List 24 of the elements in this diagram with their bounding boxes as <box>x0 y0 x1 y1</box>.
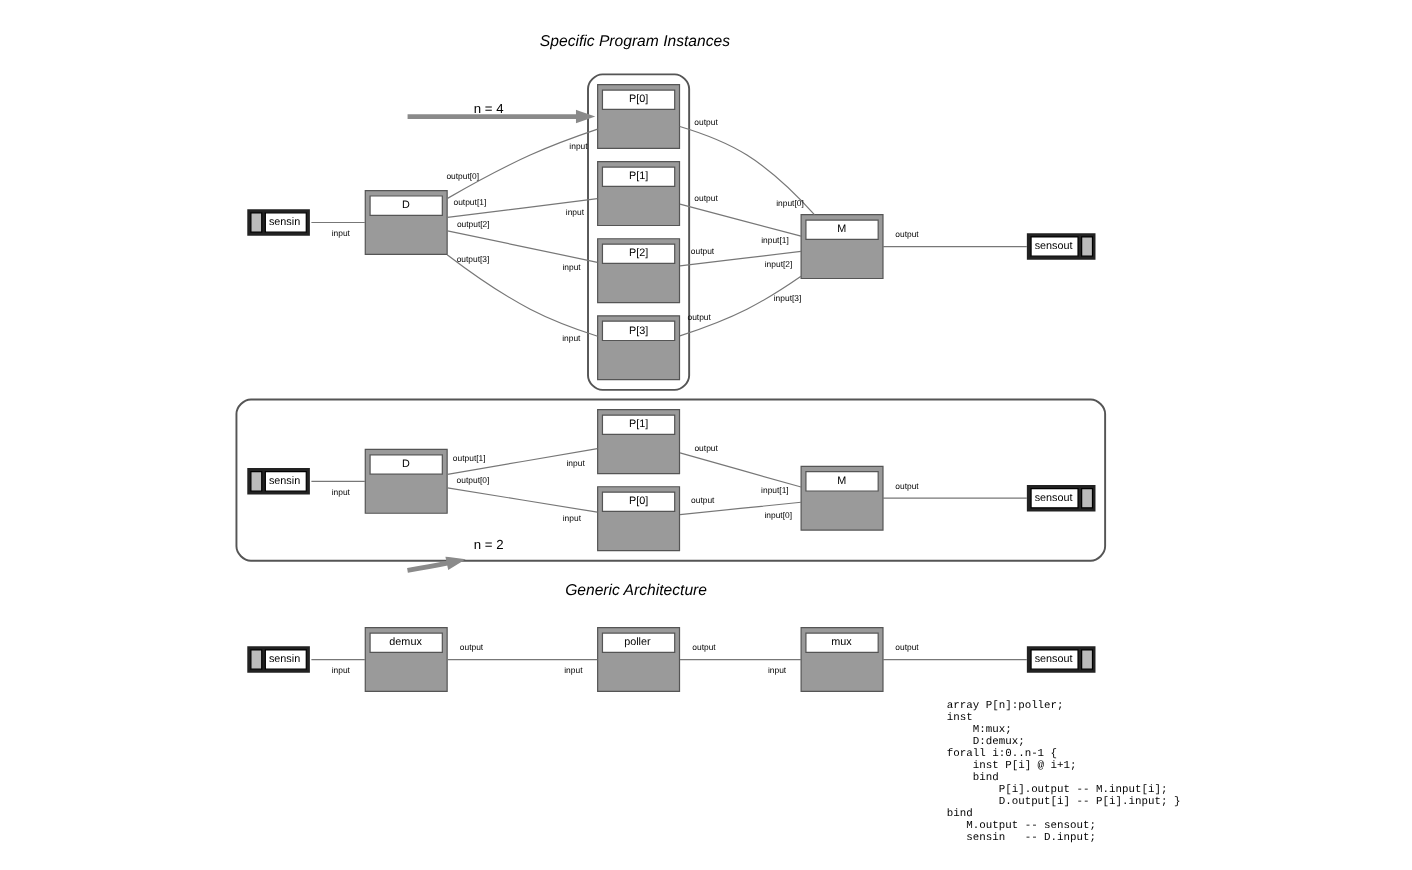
connector <box>446 230 598 263</box>
connector <box>882 246 1028 248</box>
connector <box>679 452 802 488</box>
cluster <box>587 73 691 391</box>
connector <box>882 658 1028 661</box>
connector <box>679 250 802 267</box>
arrow <box>407 109 596 124</box>
connector <box>679 203 802 237</box>
connector <box>679 275 802 337</box>
connector <box>446 447 598 476</box>
cluster <box>235 398 1107 562</box>
connector <box>310 221 366 224</box>
connector <box>310 480 366 482</box>
connector <box>446 128 599 199</box>
connector <box>882 497 1028 499</box>
connector <box>446 254 599 337</box>
connector <box>679 125 815 216</box>
connector <box>446 658 598 661</box>
connector <box>679 501 802 516</box>
connector <box>310 658 366 661</box>
connector <box>446 198 598 219</box>
connector <box>679 658 802 661</box>
arrow <box>407 556 466 573</box>
connector <box>446 487 598 513</box>
